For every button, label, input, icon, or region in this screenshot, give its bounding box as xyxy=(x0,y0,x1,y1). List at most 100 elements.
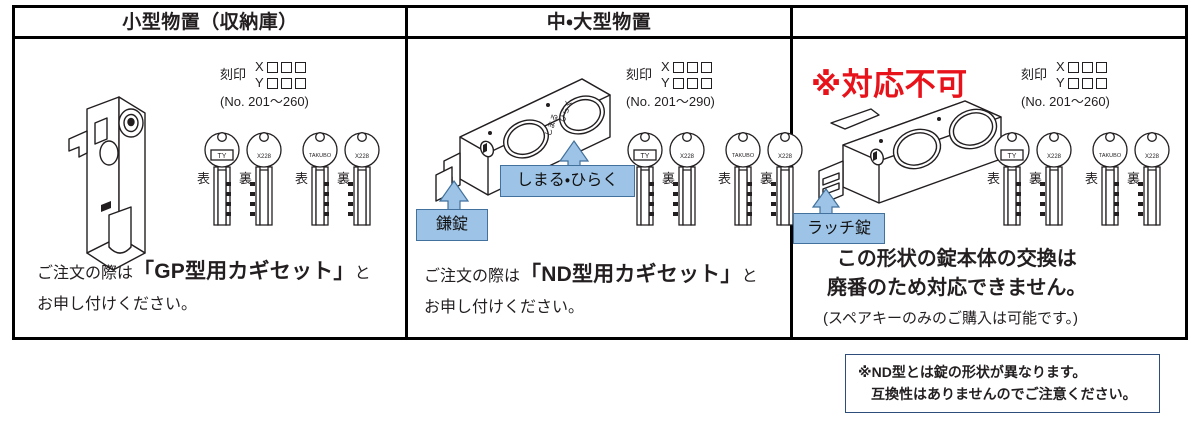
order-suffix: と xyxy=(741,268,758,285)
order-prefix: ご注文の際は xyxy=(424,268,521,285)
key-face-label: 表 xyxy=(987,171,1001,186)
key-head-mark: TAKUBO xyxy=(1099,153,1122,159)
stamp-label: 刻印 xyxy=(220,67,247,83)
order-quote-close: 」 xyxy=(720,263,742,286)
stamp-number-range: (No. 201〜290) xyxy=(626,94,715,109)
order-line2: お申し付けください。 xyxy=(424,298,585,316)
order-instruction-medium-large-storage: ご注文の際は「ND型用カギセット」と お申し付けください。 xyxy=(424,257,758,322)
unsupported-message-line1: この形状の錠本体の交換は xyxy=(836,248,1077,270)
panel-body-unsupported-latch: ※対応不可 刻印 X Y xyxy=(793,39,1185,337)
order-quote-open: 「 xyxy=(133,260,155,283)
nd-lock-illustration: しまる ひらく xyxy=(430,65,620,205)
stamp-code-x: X xyxy=(1056,59,1107,75)
key-head-mark: TY xyxy=(1008,153,1017,160)
key-set-unsupported: TY 表 xyxy=(987,124,1173,229)
key-set-small-storage: TY 表 xyxy=(197,124,383,229)
unsupported-message: この形状の錠本体の交換は 廃番のため対応できません。 xyxy=(827,245,1086,303)
key-front: TY 表 xyxy=(987,124,1033,229)
panel-unsupported-latch: ※対応不可 刻印 X Y xyxy=(793,8,1185,337)
product-comparison-table: 小型物置（収納庫） xyxy=(12,5,1188,340)
order-instruction-small-storage: ご注文の際は「GP型用カギセット」と お申し付けください。 xyxy=(37,254,371,319)
panel-header-medium-large-storage: 中・大型物置 xyxy=(408,8,790,39)
stamp-code-x: X xyxy=(255,59,306,75)
panel-header-unsupported xyxy=(793,8,1185,39)
stamp-info-small-storage: 刻印 X Y xyxy=(220,59,309,110)
key-head-mark: TAKUBO xyxy=(732,153,755,159)
note-line-1: ※ND型とは錠の形状が異なります。 xyxy=(858,364,1087,380)
stamp-box xyxy=(700,77,712,89)
key-face-label: 表 xyxy=(197,171,211,186)
order-prefix: ご注文の際は xyxy=(37,265,134,282)
key-back: X228 裏 xyxy=(337,124,383,229)
stamp-box xyxy=(672,77,684,89)
callout-latch-lock: ラッチ錠 xyxy=(793,213,885,244)
panel-body-small-storage: 刻印 X Y xyxy=(15,39,405,337)
stamp-code-y: Y xyxy=(661,75,712,91)
stamp-number-range: (No. 201〜260) xyxy=(220,94,309,109)
key-face-label: 表 xyxy=(295,171,309,186)
stamp-box xyxy=(280,61,292,73)
key-set-medium-large-storage: TY 表 xyxy=(620,124,806,229)
warning-badge-unsupported: ※対応不可 xyxy=(811,67,968,102)
key-head-mark: X228 xyxy=(778,154,793,160)
key-front: TY 表 xyxy=(620,124,666,229)
key-back: X228 裏 xyxy=(662,124,708,229)
order-quote-open: 「 xyxy=(520,263,542,286)
key-face-label: 表 xyxy=(718,171,732,186)
stamp-code-y: Y xyxy=(255,75,306,91)
stamp-box xyxy=(280,77,292,89)
key-pair-front-back: TAKUBO 表 xyxy=(1085,124,1173,229)
gp-lock-illustration xyxy=(57,87,177,277)
stamp-box xyxy=(294,61,306,73)
key-face-label: 裏 xyxy=(1029,171,1043,186)
stamp-box xyxy=(686,61,698,73)
stamp-label: 刻印 xyxy=(626,67,653,83)
callout-kamajou: 鎌錠 xyxy=(416,209,488,241)
stamp-box xyxy=(266,77,278,89)
key-back: X228 裏 xyxy=(1029,124,1075,229)
stamp-box xyxy=(294,77,306,89)
key-head-mark: X228 xyxy=(355,154,370,160)
callout-shimaru-hiraku: しまる・ひらく xyxy=(500,165,635,197)
key-face-label: 裏 xyxy=(239,171,253,186)
key-head-mark: X228 xyxy=(1145,154,1160,160)
key-head-mark: TY xyxy=(218,153,227,160)
callout-label: ラッチ錠 xyxy=(806,219,871,237)
key-front: TAKUBO 表 xyxy=(718,124,764,229)
stamp-box xyxy=(686,77,698,89)
key-head-mark: X228 xyxy=(680,154,695,160)
order-suffix: と xyxy=(354,265,371,282)
stamp-info-unsupported: 刻印 X Y xyxy=(1021,59,1110,110)
order-kit-name: ND型用カギセット xyxy=(541,263,721,286)
panel-title: 中・大型物置 xyxy=(546,11,652,33)
stamp-box xyxy=(1095,77,1107,89)
stamp-box xyxy=(672,61,684,73)
key-pair-front-back: TY 表 xyxy=(987,124,1075,229)
key-pair-front-back: TY 表 xyxy=(197,124,285,229)
key-head-mark: X228 xyxy=(1047,154,1062,160)
latch-lock-illustration xyxy=(815,79,1015,219)
note-line-2: 互換性はありませんのでご注意ください。 xyxy=(871,385,1137,402)
key-back: X228 裏 xyxy=(1127,124,1173,229)
order-line2: お申し付けください。 xyxy=(37,295,198,313)
order-quote-close: 」 xyxy=(333,260,355,283)
key-head-mark: TAKUBO xyxy=(309,153,332,159)
key-head-mark: X228 xyxy=(257,154,272,160)
stamp-number-range: (No. 201〜260) xyxy=(1021,94,1110,109)
stamp-box xyxy=(1067,77,1079,89)
unsupported-message-sub: (スペアキーのみのご購入は可能です。) xyxy=(823,310,1078,327)
stamp-code-y: Y xyxy=(1056,75,1107,91)
stamp-box xyxy=(1081,61,1093,73)
callout-label: しまる・ひらく xyxy=(516,172,619,189)
order-kit-name: GP型用カギセット xyxy=(154,260,334,283)
stamp-code-x: X xyxy=(661,59,712,75)
key-head-mark: TY xyxy=(641,153,650,160)
stamp-box xyxy=(1067,61,1079,73)
stamp-box xyxy=(700,61,712,73)
key-front: TAKUBO 表 xyxy=(1085,124,1131,229)
key-pair-front-back: TY 表 xyxy=(620,124,708,229)
key-face-label: 裏 xyxy=(760,171,774,186)
stamp-info-medium-large-storage: 刻印 X Y xyxy=(626,59,715,110)
stamp-box xyxy=(1095,61,1107,73)
panel-body-medium-large-storage: しまる ひらく 刻印 X Y xyxy=(408,39,803,337)
